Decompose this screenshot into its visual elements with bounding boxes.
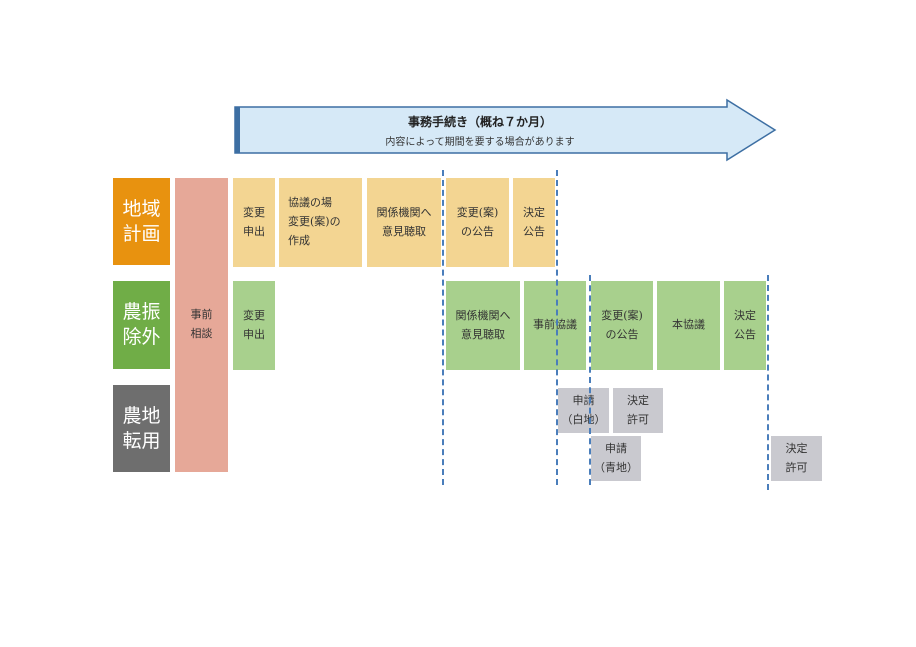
step-draft-notice: 変更(案) の公告 — [591, 281, 653, 370]
step-change-request: 変更 申出 — [233, 178, 275, 267]
pre-consultation: 事前 相談 — [175, 178, 228, 472]
step-permit-decision: 決定 許可 — [771, 436, 822, 481]
divider-line — [767, 275, 769, 490]
step-draft-notice: 変更(案) の公告 — [446, 178, 509, 267]
row-label-farmland-conversion: 農地 転用 — [113, 385, 170, 472]
divider-line — [442, 170, 444, 485]
step-final-notice: 決定 公告 — [513, 178, 555, 267]
row-label-agri-exclusion: 農振 除外 — [113, 281, 170, 369]
step-agency-hearing: 関係機関へ 意見聴取 — [446, 281, 520, 370]
step-application-blue: 申請 （青地） — [591, 436, 641, 481]
divider-line — [556, 170, 558, 485]
timeline-title: 事務手続き（概ね７か月） — [407, 115, 552, 129]
step-permit-decision: 決定 許可 — [613, 388, 663, 433]
step-agency-hearing: 関係機関へ 意見聴取 — [367, 178, 441, 267]
row-label-regional-plan: 地域 計画 — [113, 178, 170, 265]
step-draft-creation: 協議の場 変更(案)の 作成 — [279, 178, 362, 267]
step-application-white: 申請 （白地） — [558, 388, 609, 433]
step-pre-discussion: 事前協議 — [524, 281, 586, 370]
step-change-request: 変更 申出 — [233, 281, 275, 370]
timeline-arrow — [234, 98, 777, 162]
divider-line — [589, 275, 591, 485]
timeline-subtitle: 内容によって期間を要する場合があります — [385, 137, 575, 148]
step-main-discussion: 本協議 — [657, 281, 720, 370]
step-final-notice: 決定 公告 — [724, 281, 766, 370]
